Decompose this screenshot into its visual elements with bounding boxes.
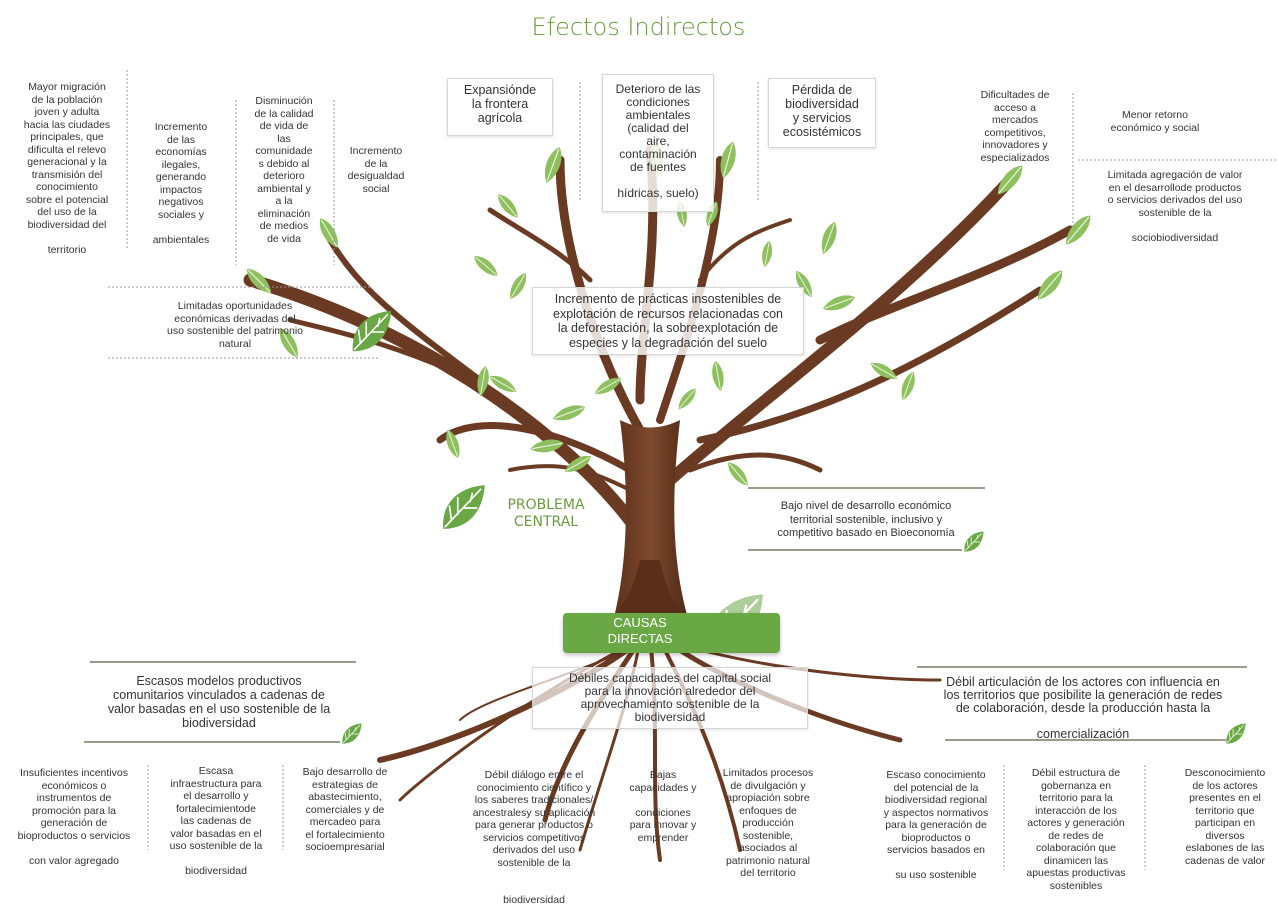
indirect-effect-illegal-economies: Incremento de las economías ilegales, ge… — [152, 121, 210, 246]
indirect-cause-strategies: Bajo desarrollo de estrategias de abaste… — [302, 766, 388, 853]
indirect-effect-market-access: Dificultades de acceso a mercados compet… — [980, 89, 1050, 164]
indirect-cause-infrastructure: Escasa infraestructura para el desarroll… — [169, 765, 263, 877]
indirect-cause-innovation-capacity: Bajas capacidades y condiciones para inn… — [629, 769, 697, 844]
indirect-cause-actors-unknown: Desconocimiento de los actores presentes… — [1184, 767, 1266, 867]
direct-causes-banner: CAUSAS DIRECTAS — [563, 613, 780, 653]
page-title: Efectos Indirectos — [531, 13, 746, 41]
indirect-effect-economic-return: Menor retorno económico y social — [1110, 109, 1200, 134]
direct-causes-label: CAUSAS DIRECTAS — [607, 615, 673, 646]
central-problem-statement: Bajo nivel de desarrollo económico terri… — [777, 500, 955, 539]
indirect-cause-knowledge-dialogue: Débil diálogo entre el conocimiento cien… — [472, 769, 596, 906]
direct-cause-social-capital-box: Débiles capacidades del capital social p… — [532, 667, 808, 729]
direct-effect-unsustainable-practices-box: Incremento de prácticas insostenibles de… — [532, 287, 804, 355]
direct-cause-actors-articulation: Débil articulación de los actores con in… — [943, 675, 1223, 741]
indirect-effect-migration: Mayor migración de la población joven y … — [23, 81, 111, 256]
indirect-cause-governance: Débil estructura de gobernanza en territ… — [1026, 767, 1126, 892]
central-problem-label: PROBLEMA CENTRAL — [507, 497, 585, 530]
indirect-effect-quality-of-life: Disminución de la calidad de vida de las… — [254, 95, 314, 245]
indirect-effect-value-added: Limitada agregación de valor en el desar… — [1107, 169, 1243, 244]
indirect-effect-frontier-box: Expansiónde la frontera agrícola — [447, 78, 553, 136]
indirect-effect-biodiversity-box: Pérdida de biodiversidad y servicios eco… — [768, 78, 876, 148]
direct-cause-productive-models: Escasos modelos productivos comunitarios… — [107, 674, 331, 730]
indirect-cause-incentives: Insuficientes incentivos económicos o in… — [17, 767, 131, 867]
indirect-cause-biodiversity-knowledge: Escaso conocimiento del potencial de la … — [883, 769, 989, 881]
indirect-effect-environment-box: Deterioro de las condiciones ambientales… — [602, 74, 714, 212]
indirect-effect-inequality: Incremento de la desigualdad social — [347, 145, 405, 195]
indirect-cause-dissemination: Limitados procesos de divulgación y apro… — [722, 767, 814, 879]
direct-effect-opportunities: Limitadas oportunidades económicas deriv… — [167, 300, 303, 350]
